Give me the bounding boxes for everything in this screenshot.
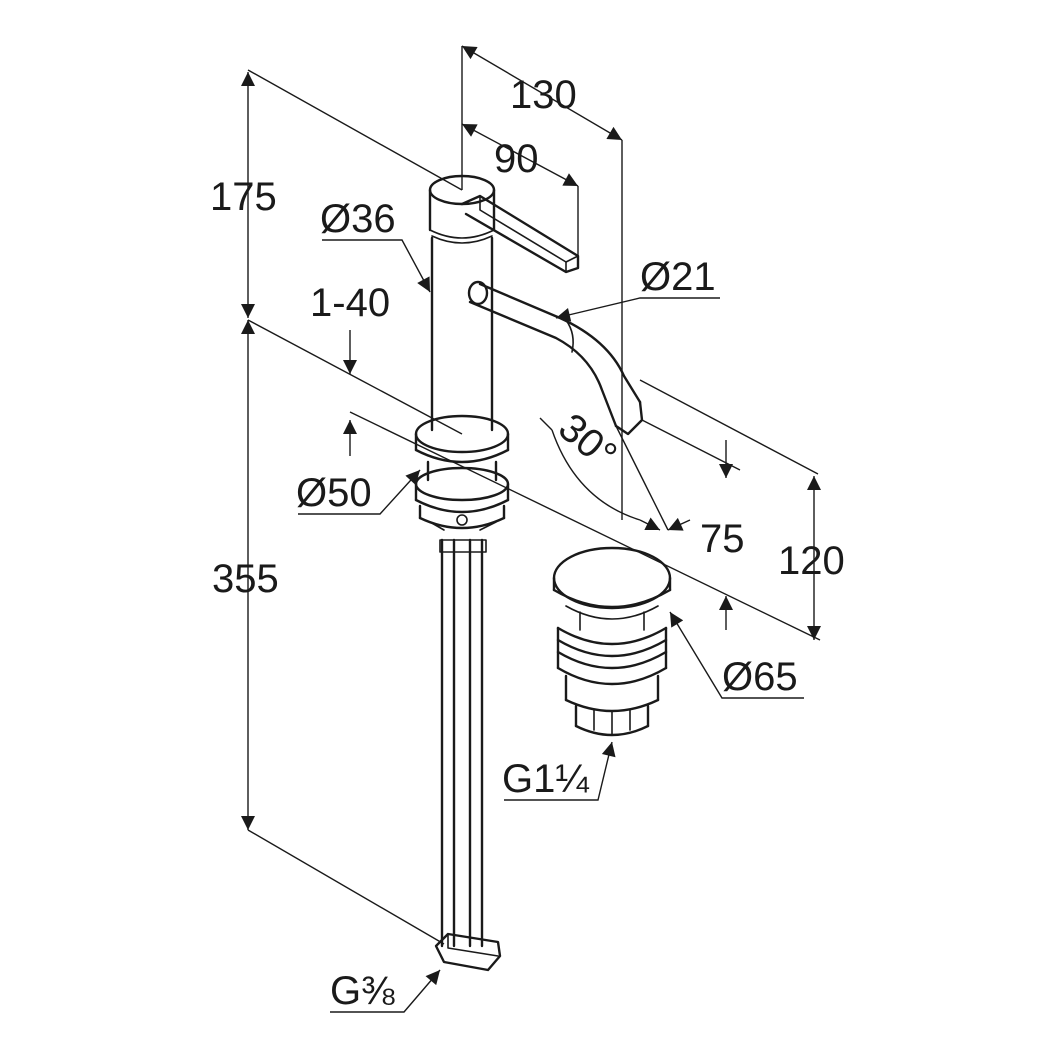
dim-75-label: 75 bbox=[700, 517, 745, 561]
dim-21-label: Ø21 bbox=[640, 255, 716, 299]
drain-popup-waste bbox=[552, 546, 672, 737]
dimension-labels: 130 90 175 Ø36 Ø21 1-40 30° Ø50 75 120 3… bbox=[210, 73, 845, 1013]
dim-65-label: Ø65 bbox=[722, 655, 798, 699]
thread-g1-1-4-label: G1¼ bbox=[502, 757, 589, 801]
dim-90-label: 90 bbox=[494, 137, 539, 181]
faucet-body bbox=[414, 174, 644, 972]
dim-36-label: Ø36 bbox=[320, 197, 396, 241]
thread-g3-8-label: G⅜ bbox=[330, 969, 395, 1013]
dim-175-label: 175 bbox=[210, 175, 277, 219]
dim-130-label: 130 bbox=[510, 73, 577, 117]
dim-120-label: 120 bbox=[778, 539, 845, 583]
dim-50-label: Ø50 bbox=[296, 471, 372, 515]
dim-355-label: 355 bbox=[212, 557, 279, 601]
dimension-lines bbox=[241, 45, 821, 1013]
dim-30-deg-label: 30° bbox=[550, 405, 625, 478]
dim-1-40-label: 1-40 bbox=[310, 281, 390, 325]
